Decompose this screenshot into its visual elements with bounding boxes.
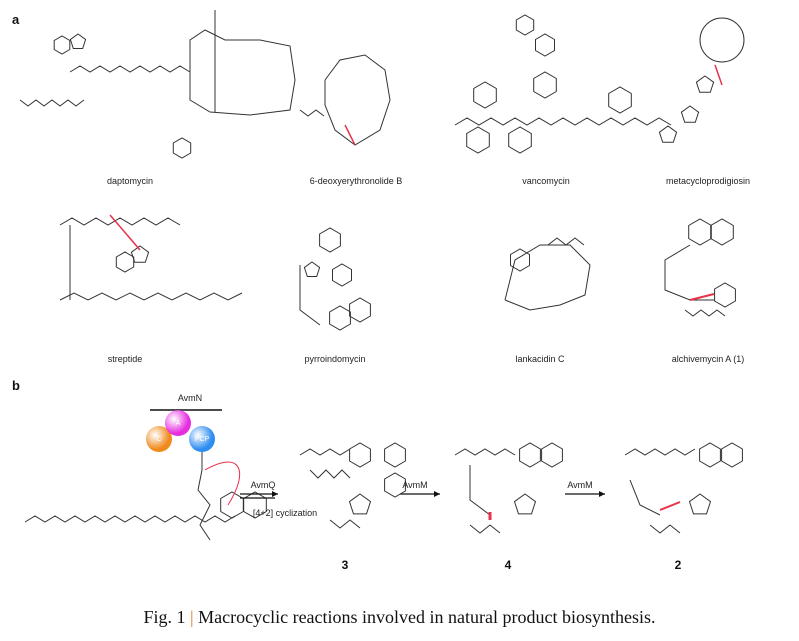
cyclization-note: [4+2] cyclization bbox=[252, 508, 318, 518]
compound-label-vancomycin: vancomycin bbox=[522, 176, 570, 186]
arrow-avmm-1-head bbox=[434, 491, 440, 497]
pyrroindomycin-ring bbox=[332, 263, 352, 287]
domain-a-label: A bbox=[175, 419, 181, 427]
daptomycin-aryl bbox=[172, 137, 192, 159]
daptomycin-macrocycle bbox=[189, 29, 296, 116]
streptide-backbone2 bbox=[59, 292, 243, 301]
compound-label-lankacidin-c: lankacidin C bbox=[515, 354, 565, 364]
compound-4-tail bbox=[469, 524, 501, 534]
compound-2-ring bbox=[699, 442, 721, 468]
compound-2-ring bbox=[721, 442, 743, 468]
compound-label-streptide: streptide bbox=[107, 354, 143, 364]
pyrroindomycin-ring bbox=[329, 305, 351, 331]
precursor-polyketide-chain bbox=[24, 515, 236, 523]
compound-number-2: 2 bbox=[674, 558, 682, 572]
compound-3-ring bbox=[349, 442, 371, 468]
vancomycin-backbone bbox=[454, 117, 672, 126]
caption-prefix: Fig. 1 bbox=[143, 607, 186, 627]
domain-pcp: PCP bbox=[189, 426, 215, 452]
lankacidin-lactone bbox=[510, 248, 530, 272]
figure-caption: Fig. 1 | Macrocyclic reactions involved … bbox=[0, 607, 799, 628]
compound-2-lower-chain bbox=[629, 479, 661, 516]
daptomycin-backbone bbox=[69, 65, 191, 73]
compound-4-ring bbox=[519, 442, 541, 468]
enzyme-avmm-label-1: AvmM bbox=[402, 480, 428, 490]
alchivemycin-ring bbox=[688, 218, 712, 246]
precursor-ring bbox=[220, 491, 244, 519]
compound-2-tail bbox=[649, 524, 681, 534]
compound-label-daptomycin: daptomycin bbox=[106, 176, 154, 186]
compound-3-ring bbox=[384, 472, 406, 498]
caption-text: Macrocyclic reactions involved in natura… bbox=[198, 607, 656, 627]
vancomycin-ring bbox=[608, 86, 632, 114]
compound-4-lower-chain bbox=[469, 465, 491, 520]
pyrroindomycin-macrocycle bbox=[299, 265, 321, 326]
streptide-indole bbox=[130, 245, 150, 263]
daptomycin-indole bbox=[69, 33, 87, 49]
alchivemycin-new-bond bbox=[689, 293, 715, 301]
vancomycin-sugar bbox=[515, 14, 535, 36]
arrow-avmq-head bbox=[272, 491, 278, 497]
compound-3-chain bbox=[299, 448, 351, 456]
vancomycin-ring bbox=[508, 126, 532, 154]
pyrrole bbox=[680, 105, 700, 123]
deb-ethyl bbox=[299, 109, 325, 117]
daptomycin-lipid bbox=[19, 99, 85, 107]
deb-macrolactone bbox=[324, 54, 391, 146]
enzyme-avmn-label: AvmN bbox=[177, 393, 203, 403]
vancomycin-sugar bbox=[535, 33, 555, 57]
streptide-crosslink bbox=[109, 214, 141, 251]
compound-label-pyrroindomycin: pyrroindomycin bbox=[304, 354, 366, 364]
arrow-avmm-2-head bbox=[599, 491, 605, 497]
domain-c-label: C bbox=[156, 435, 162, 443]
alchivemycin-ring bbox=[710, 218, 734, 246]
compound-4-tetramic-acid bbox=[513, 493, 537, 515]
alchivemycin-tail bbox=[684, 309, 726, 317]
pyrroindomycin-tetronate bbox=[303, 261, 321, 277]
domain-a: A bbox=[165, 410, 191, 436]
enzyme-avmm-label-2: AvmM bbox=[567, 480, 593, 490]
streptide-backbone bbox=[59, 217, 181, 226]
compound-2-tetramic-acid bbox=[688, 493, 712, 515]
deb-ester-bond bbox=[344, 124, 356, 146]
compound-3-lower-chain bbox=[309, 469, 351, 479]
compound-3-tail bbox=[329, 519, 361, 529]
compound-4-chain bbox=[454, 448, 516, 456]
precursor-linker bbox=[197, 469, 211, 541]
vancomycin-ring bbox=[473, 81, 497, 109]
compound-2-new-bond bbox=[659, 501, 681, 511]
compound-2-chain bbox=[624, 448, 696, 456]
caption-separator: | bbox=[190, 607, 194, 627]
compound-number-3: 3 bbox=[341, 558, 349, 572]
alchivemycin-macrocycle bbox=[664, 244, 715, 301]
metacycloprodigiosin-macrocycle bbox=[699, 17, 745, 63]
cyclization-arrow bbox=[204, 461, 241, 506]
compound-4-ring bbox=[541, 442, 563, 468]
panel-label-b: b bbox=[12, 378, 20, 393]
metacyclo-bond bbox=[714, 64, 723, 86]
lankacidin-macrocycle bbox=[504, 244, 591, 311]
pyrrole bbox=[658, 125, 678, 143]
compound-label-metacycloprodigiosin: metacycloprodigiosin bbox=[665, 176, 751, 186]
pyrrole bbox=[695, 75, 715, 93]
compound-number-4: 4 bbox=[504, 558, 512, 572]
compound-label-6-deoxyerythronolide-b: 6-deoxyerythronolide B bbox=[309, 176, 403, 186]
domain-pcp-label: PCP bbox=[194, 435, 210, 443]
enzyme-avmq-label: AvmQ bbox=[250, 480, 276, 490]
lankacidin-sidechain bbox=[547, 237, 585, 246]
streptide-indole bbox=[115, 251, 135, 273]
vancomycin-ring bbox=[466, 126, 490, 154]
compound-3-ring bbox=[384, 442, 406, 468]
compound-label-alchivemycin-a: alchivemycin A (1) bbox=[671, 354, 745, 364]
pyrroindomycin-ring bbox=[349, 297, 371, 323]
panel-label-a: a bbox=[12, 12, 20, 27]
pyrroindomycin-ring bbox=[319, 227, 341, 253]
vancomycin-ring bbox=[533, 71, 557, 99]
compound-3-tetramic-acid bbox=[348, 493, 372, 515]
daptomycin-indole bbox=[53, 35, 71, 55]
alchivemycin-pyridone bbox=[714, 282, 736, 308]
